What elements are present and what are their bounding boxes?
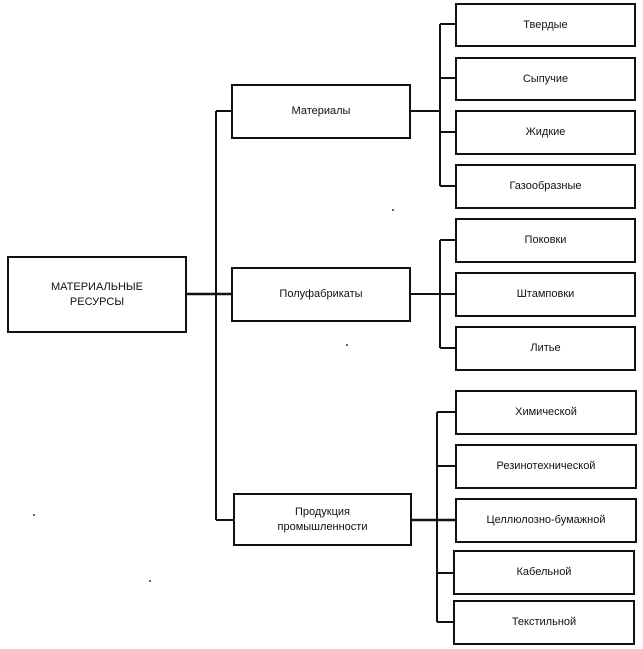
category-label: Материалы [291,105,351,118]
category-node-industrial-products: Продукция промышленности [233,493,412,546]
leaf-node: Химической [455,390,637,435]
scan-speck [346,344,348,346]
root-label-line2: РЕСУРСЫ [69,295,125,308]
leaf-node: Литье [455,326,636,371]
leaf-node: Целлюлозно-бумажной [455,498,637,543]
scan-speck [149,580,151,582]
leaf-label: Резинотехнической [496,460,596,473]
leaf-node: Резинотехнической [455,444,637,489]
leaf-label: Жидкие [525,126,566,139]
leaf-node: Поковки [455,218,636,263]
scan-speck [392,209,394,211]
leaf-node: Жидкие [455,110,636,155]
leaf-node: Кабельной [453,550,635,595]
scan-speck [33,514,35,516]
leaf-label: Кабельной [516,566,572,579]
leaf-label: Литье [530,342,561,355]
root-label-line1: МАТЕРИАЛЬНЫЕ [51,280,143,293]
category-node-materials: Материалы [231,84,411,139]
leaf-label: Химической [515,406,577,419]
category-label-line1: Продукция [294,505,351,518]
leaf-node: Твердые [455,3,636,47]
leaf-node: Сыпучие [455,57,636,101]
leaf-node: Текстильной [453,600,635,645]
leaf-label: Твердые [523,18,568,31]
leaf-label: Поковки [524,234,567,247]
leaf-label: Текстильной [511,616,577,629]
leaf-node: Газообразные [455,164,636,209]
root-node: МАТЕРИАЛЬНЫЕ РЕСУРСЫ [7,256,187,333]
leaf-label: Штамповки [516,288,575,301]
leaf-label: Сыпучие [522,72,569,85]
category-label: Полуфабрикаты [279,288,363,301]
leaf-node: Штамповки [455,272,636,317]
category-node-semi-finished: Полуфабрикаты [231,267,411,322]
category-label-line2: промышленности [277,520,368,533]
leaf-label: Газообразные [509,180,582,193]
leaf-label: Целлюлозно-бумажной [486,514,606,527]
